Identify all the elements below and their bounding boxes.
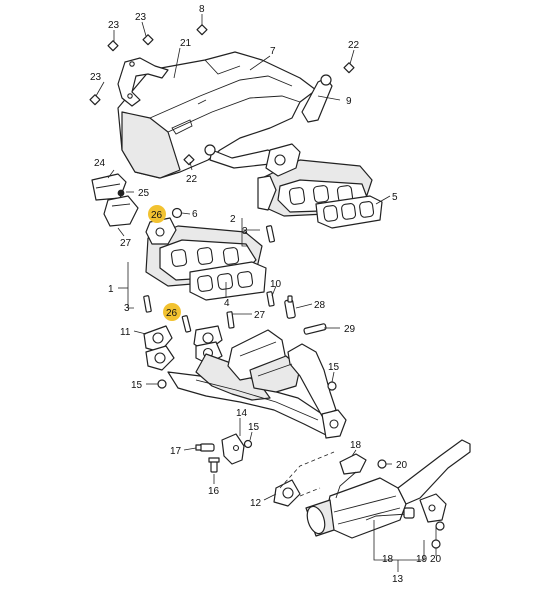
heat-shield-bracket-right [301,74,333,123]
manifold-stud-left [143,295,152,313]
callout-17: 17 [170,446,182,457]
callout-4: 4 [224,298,230,309]
callout-5: 5 [392,192,398,203]
highlight-26-upper [148,205,166,223]
flange-gasket-left-lower [145,345,175,371]
callout-3-b: 3 [124,303,130,314]
oxygen-sensor-connector [91,173,139,227]
callout-6: 6 [192,209,198,220]
callout-22-a: 22 [348,40,360,51]
nut-20-upper [377,459,387,469]
callout-19: 19 [416,554,428,565]
stud-26 [181,315,192,333]
sensor-cable-lower [365,507,415,521]
callout-2: 2 [230,214,236,225]
rear-catalytic-converter [305,439,471,539]
bolt-17 [195,443,215,452]
callout-22-b: 22 [186,174,198,185]
bracket-19 [419,493,447,531]
oxygen-sensor-28 [284,295,296,319]
manifold-stud-right [265,225,276,243]
catalytic-converter-assembly [167,329,347,439]
callout-7: 7 [270,46,276,57]
callout-23-c: 23 [90,72,102,83]
callout-24: 24 [94,158,106,169]
callout-14: 14 [236,408,248,419]
sensor-18 [335,453,367,499]
manifold-gasket-left [189,261,267,301]
callout-9: 9 [346,96,352,107]
callout-23-a: 23 [108,20,120,31]
callout-18-a: 18 [350,440,362,451]
bracket-14 [221,433,253,465]
heat-shield [117,51,317,179]
nut-15-right [327,381,337,391]
callout-3-a: 3 [242,226,248,237]
callout-12: 12 [250,498,262,509]
callout-28: 28 [314,300,326,311]
callout-27-a: 27 [120,238,132,249]
nut [171,207,183,219]
callout-15-b: 15 [328,362,340,373]
callout-29: 29 [344,324,356,335]
callout-10: 10 [270,279,282,290]
callout-21: 21 [180,38,192,49]
heat-shield-bracket-left [117,57,169,107]
callout-13: 13 [392,574,404,585]
callout-20-a: 20 [396,460,408,471]
nut-15-left [157,379,167,389]
flange-gasket-left [143,325,173,353]
oxygen-sensor-29 [303,323,327,335]
manifold-gasket-right [315,195,383,229]
callout-16: 16 [208,486,220,497]
leader-lines [95,14,437,572]
callout-26-a: 26 [151,210,163,221]
gasket-12 [273,479,301,507]
callout-20-b: 20 [430,554,442,565]
callout-1: 1 [108,284,114,295]
callout-23-b: 23 [135,12,147,23]
bolt-16 [208,457,220,473]
callout-8: 8 [199,4,205,15]
callout-15-c: 15 [248,422,260,433]
stud-27 [226,311,235,329]
fasteners-top [89,24,355,166]
nut-20-lower [431,539,441,549]
callout-11: 11 [120,327,131,338]
heat-shield-bracket-lower [204,144,279,169]
callout-labels: 23 23 8 21 7 22 23 9 22 24 25 6 26 27 2 … [90,4,442,585]
callout-27-b: 27 [254,310,266,321]
callout-18-b: 18 [382,554,394,565]
callout-15-a: 15 [131,380,143,391]
callout-26-b: 26 [166,308,178,319]
highlight-26-lower [163,303,181,321]
callout-25: 25 [138,188,150,199]
